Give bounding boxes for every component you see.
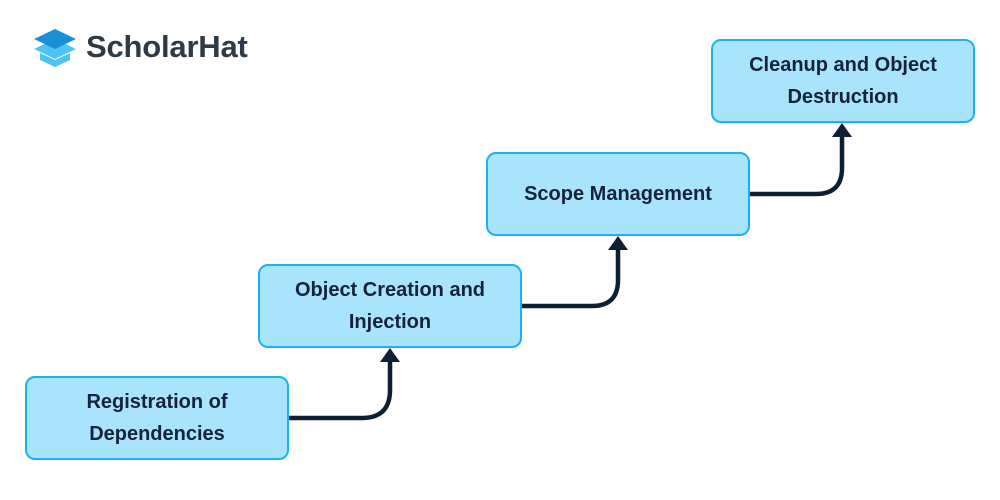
connector-1-2 <box>286 359 393 421</box>
arrowhead-3 <box>832 123 852 137</box>
arrowhead-2 <box>608 236 628 250</box>
graduation-cap-icon <box>34 29 76 67</box>
step-scope-management: Scope Management <box>486 152 750 236</box>
brand-logo[interactable]: ScholarHat <box>30 22 248 70</box>
step-label: Object Creation and Injection <box>294 279 486 333</box>
connector-3-4 <box>747 134 845 197</box>
step-cleanup-and-object-destruction: Cleanup and Object Destruction <box>711 39 975 123</box>
arrowhead-1 <box>380 348 400 362</box>
step-label: Cleanup and Object Destruction <box>749 54 937 108</box>
step-label: Registration of Dependencies <box>86 391 228 445</box>
step-object-creation-and-injection: Object Creation and Injection <box>258 264 522 348</box>
step-registration-of-dependencies: Registration of Dependencies <box>25 376 289 460</box>
step-label: Scope Management <box>524 183 712 205</box>
brand-name: ScholarHat <box>86 28 248 64</box>
connector-2-3 <box>519 247 621 309</box>
